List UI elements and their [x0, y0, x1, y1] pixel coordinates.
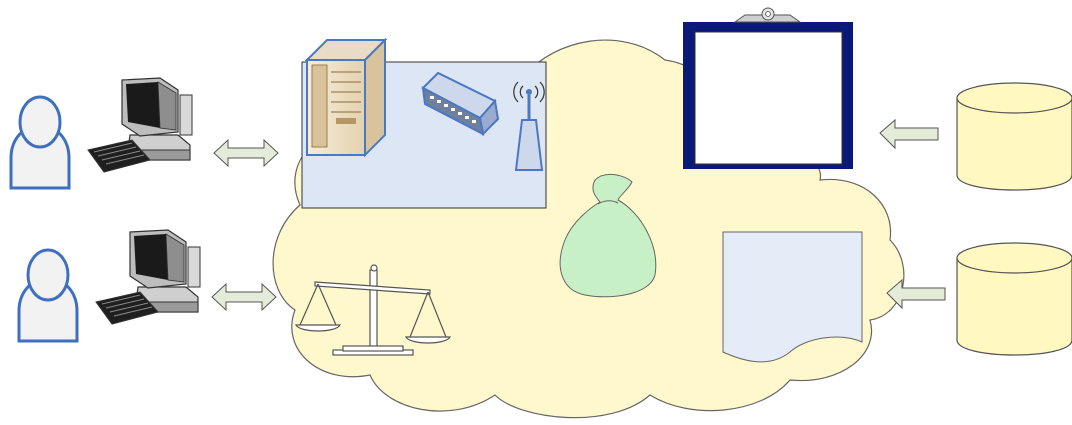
- wireless-access-point-icon: [513, 81, 545, 171]
- double-arrow-icon: [211, 282, 277, 312]
- user-icon: [17, 248, 79, 343]
- left-arrow-icon: [886, 278, 946, 310]
- double-arrow-icon: [213, 138, 279, 168]
- server-cabinet-icon: [304, 37, 388, 158]
- money-bag-icon: [559, 173, 657, 298]
- desktop-computer-icon: [87, 77, 193, 173]
- document-icon: [722, 231, 863, 363]
- database-cylinder-icon: [956, 242, 1072, 356]
- desktop-computer-icon: [95, 229, 201, 325]
- network-switch-icon: [421, 71, 500, 137]
- user-icon: [9, 95, 71, 190]
- clipboard-icon: [683, 7, 853, 169]
- balance-scale-icon: [295, 264, 451, 356]
- left-arrow-icon: [879, 118, 939, 150]
- database-cylinder-icon: [956, 82, 1072, 191]
